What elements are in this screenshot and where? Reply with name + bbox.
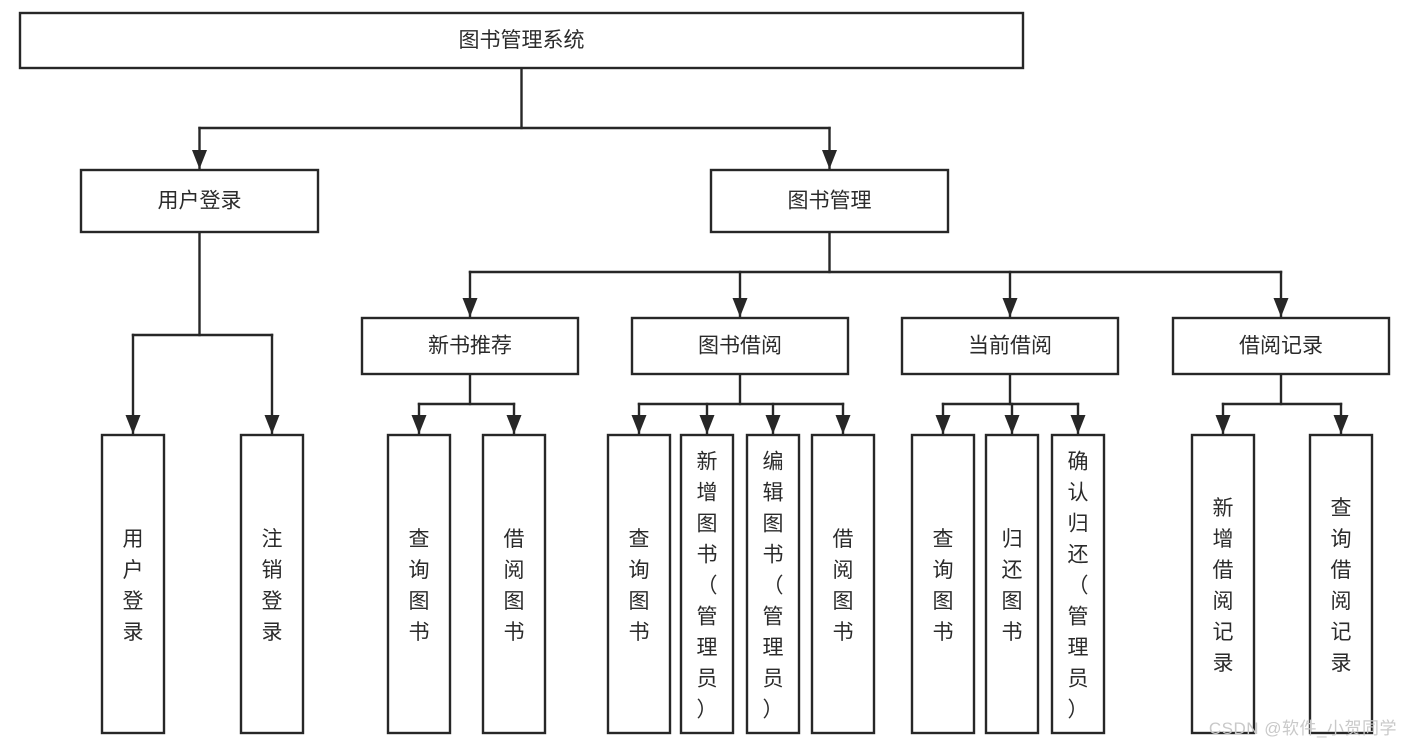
leaf-confirm-return-admin-label: 确认归还（管理员） bbox=[1068, 451, 1089, 722]
leaf-query-book-2-label: 查询图书 bbox=[629, 528, 650, 644]
leaf-edit-book-admin[interactable]: 编辑图书（管理员） bbox=[745, 433, 801, 735]
leaf-add-borrow-record-label: 新增借阅记录 bbox=[1213, 497, 1234, 675]
leaf-user-logout-action[interactable]: 注销登录 bbox=[239, 433, 305, 735]
leaf-borrow-book-1-box[interactable] bbox=[481, 433, 547, 735]
arrow-head-icon bbox=[1333, 415, 1349, 434]
leaf-query-book-3-box[interactable] bbox=[910, 433, 976, 735]
arrow-head-icon bbox=[765, 415, 781, 434]
node-user-login-label: 用户登录 bbox=[158, 190, 242, 213]
leaf-confirm-return-admin-box[interactable] bbox=[1050, 433, 1106, 735]
leaf-borrow-book-2-box[interactable] bbox=[810, 433, 876, 735]
arrow-head-icon bbox=[506, 415, 522, 434]
leaf-user-login-action[interactable]: 用户登录 bbox=[100, 433, 166, 735]
leaf-query-borrow-record[interactable]: 查询借阅记录 bbox=[1308, 433, 1374, 735]
leaf-user-login-action-label: 用户登录 bbox=[123, 528, 144, 644]
arrow-head-icon bbox=[1070, 415, 1086, 434]
arrow-head-icon bbox=[192, 150, 207, 169]
leaf-query-book-2[interactable]: 查询图书 bbox=[606, 433, 672, 735]
node-book-management-label: 图书管理 bbox=[788, 190, 872, 213]
leaf-add-book-admin[interactable]: 新增图书（管理员） bbox=[679, 433, 735, 735]
leaf-query-borrow-record-box[interactable] bbox=[1308, 433, 1374, 735]
arrow-head-icon bbox=[462, 298, 478, 317]
leaf-borrow-book-2-label: 借阅图书 bbox=[833, 528, 854, 644]
node-borrow-record-label: 借阅记录 bbox=[1239, 335, 1323, 358]
leaf-edit-book-admin-box[interactable] bbox=[745, 433, 801, 735]
node-root-system-label: 图书管理系统 bbox=[459, 29, 585, 52]
leaf-borrow-book-1[interactable]: 借阅图书 bbox=[481, 433, 547, 735]
leaf-query-book-3-label: 查询图书 bbox=[933, 528, 954, 644]
arrow-head-icon bbox=[631, 415, 647, 434]
node-book-management-box[interactable] bbox=[709, 168, 950, 234]
node-current-borrow-label: 当前借阅 bbox=[968, 335, 1052, 358]
csdn-watermark: CSDN @软件_小贺同学 bbox=[1208, 719, 1397, 738]
leaf-add-borrow-record-box[interactable] bbox=[1190, 433, 1256, 735]
leaf-query-borrow-record-label: 查询借阅记录 bbox=[1331, 497, 1352, 675]
leaf-user-login-action-box[interactable] bbox=[100, 433, 166, 735]
node-root-system[interactable]: 图书管理系统 bbox=[18, 11, 1025, 70]
node-new-book-recommend-label: 新书推荐 bbox=[428, 335, 512, 358]
node-borrow-record[interactable]: 借阅记录 bbox=[1171, 316, 1391, 376]
arrow-head-icon bbox=[1004, 415, 1020, 434]
leaf-confirm-return-admin[interactable]: 确认归还（管理员） bbox=[1050, 433, 1106, 735]
leaf-return-book-box[interactable] bbox=[984, 433, 1040, 735]
leaf-add-borrow-record[interactable]: 新增借阅记录 bbox=[1190, 433, 1256, 735]
node-user-login[interactable]: 用户登录 bbox=[79, 168, 320, 234]
leaf-return-book-label: 归还图书 bbox=[1002, 528, 1023, 644]
arrow-head-icon bbox=[1215, 415, 1231, 434]
arrow-head-icon bbox=[264, 415, 280, 434]
leaf-query-book-1[interactable]: 查询图书 bbox=[386, 433, 452, 735]
leaf-query-book-3[interactable]: 查询图书 bbox=[910, 433, 976, 735]
node-borrow-record-box[interactable] bbox=[1171, 316, 1391, 376]
arrow-head-icon bbox=[411, 415, 427, 434]
arrow-head-icon bbox=[732, 298, 748, 317]
leaf-add-book-admin-box[interactable] bbox=[679, 433, 735, 735]
node-user-login-box[interactable] bbox=[79, 168, 320, 234]
arrow-head-icon bbox=[1002, 298, 1018, 317]
connector-layer bbox=[125, 66, 1349, 435]
leaf-add-book-admin-label: 新增图书（管理员） bbox=[697, 451, 718, 722]
leaf-query-book-2-box[interactable] bbox=[606, 433, 672, 735]
arrow-head-icon bbox=[822, 150, 837, 169]
node-new-book-recommend[interactable]: 新书推荐 bbox=[360, 316, 580, 376]
leaf-query-book-1-box[interactable] bbox=[386, 433, 452, 735]
node-book-borrow[interactable]: 图书借阅 bbox=[630, 316, 850, 376]
leaf-edit-book-admin-label: 编辑图书（管理员） bbox=[763, 451, 784, 722]
leaf-return-book[interactable]: 归还图书 bbox=[984, 433, 1040, 735]
arrow-head-icon bbox=[835, 415, 851, 434]
node-book-management[interactable]: 图书管理 bbox=[709, 168, 950, 234]
node-current-borrow-box[interactable] bbox=[900, 316, 1120, 376]
leaf-query-book-1-label: 查询图书 bbox=[409, 528, 430, 644]
arrow-head-icon bbox=[125, 415, 141, 434]
node-current-borrow[interactable]: 当前借阅 bbox=[900, 316, 1120, 376]
node-book-borrow-box[interactable] bbox=[630, 316, 850, 376]
node-layer: 图书管理系统用户登录图书管理用户登录注销登录新书推荐查询图书借阅图书图书借阅查询… bbox=[18, 11, 1391, 735]
node-root-system-box[interactable] bbox=[18, 11, 1025, 70]
leaf-user-logout-action-box[interactable] bbox=[239, 433, 305, 735]
node-book-borrow-label: 图书借阅 bbox=[698, 335, 782, 358]
arrow-head-icon bbox=[935, 415, 951, 434]
node-new-book-recommend-box[interactable] bbox=[360, 316, 580, 376]
arrow-head-icon bbox=[699, 415, 715, 434]
leaf-borrow-book-1-label: 借阅图书 bbox=[504, 528, 525, 644]
leaf-borrow-book-2[interactable]: 借阅图书 bbox=[810, 433, 876, 735]
arrow-head-icon bbox=[1273, 298, 1289, 317]
leaf-user-logout-action-label: 注销登录 bbox=[262, 528, 283, 644]
